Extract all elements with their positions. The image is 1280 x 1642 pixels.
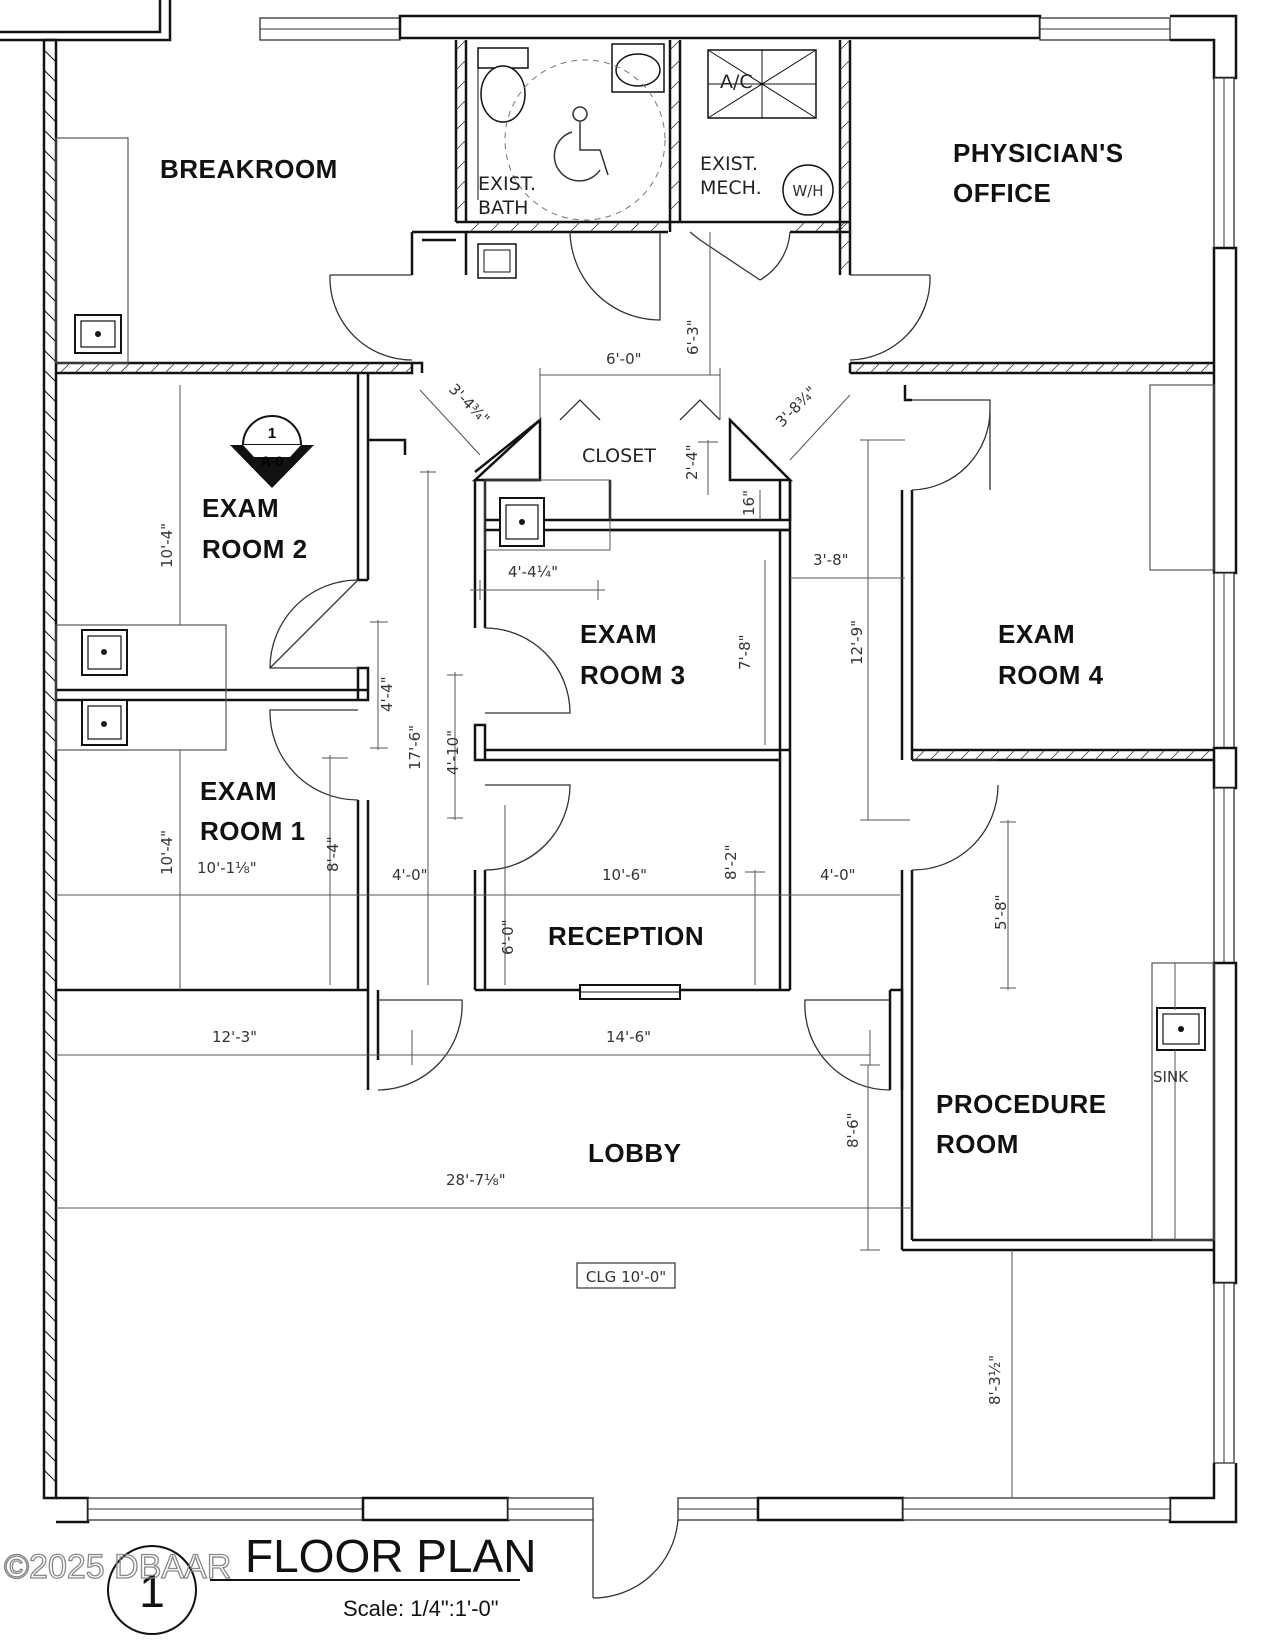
exist-bath-label-1: EXIST. — [478, 173, 536, 195]
dimension-lines — [56, 232, 1176, 1498]
dim-10-4-exam1: 10'-4" — [158, 830, 176, 875]
dim-4-0-right: 4'-0" — [820, 866, 856, 884]
breakroom-label: BREAKROOM — [160, 154, 338, 184]
dim-16: 16" — [740, 490, 758, 516]
exam-room-4-label-1: EXAM — [998, 619, 1075, 649]
dim-8-3-1-2: 8'-3½" — [986, 1355, 1004, 1405]
toilet-icon — [477, 47, 529, 123]
dim-14-6: 14'-6" — [606, 1028, 651, 1046]
dim-5-8: 5'-8" — [992, 894, 1010, 930]
fixtures — [55, 43, 1215, 1241]
exam-room-1-label-1: EXAM — [200, 776, 277, 806]
dim-4-0-left: 4'-0" — [392, 866, 428, 884]
physicians-office-label-2: OFFICE — [953, 178, 1051, 208]
exist-mech-label-2: MECH. — [700, 177, 762, 199]
exist-mech-label-1: EXIST. — [700, 153, 758, 175]
accessibility-icon — [553, 106, 609, 182]
closet-label: CLOSET — [582, 445, 656, 467]
dim-4-4: 4'-4" — [378, 676, 396, 712]
procedure-sink-icon — [1156, 1007, 1206, 1051]
dim-10-4-exam2: 10'-4" — [158, 523, 176, 568]
ceiling-height-label: CLG 10'-0" — [586, 1268, 666, 1286]
title-number: 1 — [139, 1565, 165, 1617]
dim-8-6: 8'-6" — [844, 1112, 862, 1148]
doors — [269, 231, 999, 1091]
section-sheet: A-0 — [261, 453, 284, 469]
wall-hatching — [59, 39, 1211, 761]
dim-8-4: 8'-4" — [324, 836, 342, 872]
dim-8-2: 8'-2" — [722, 844, 740, 880]
exist-bath-label-2: BATH — [478, 197, 528, 219]
exterior-walls — [0, 0, 1238, 1599]
dim-7-8: 7'-8" — [736, 634, 754, 670]
title-text: FLOOR PLAN — [245, 1530, 536, 1582]
ac-unit-icon — [707, 49, 817, 119]
dim-10-6: 10'-6" — [602, 866, 647, 884]
exam2-sink-icon — [81, 629, 128, 676]
breakroom-sink-icon — [74, 314, 122, 354]
section-number: 1 — [268, 425, 276, 442]
lavatory-icon — [611, 43, 665, 93]
section-marker: 1 A-0 — [230, 415, 314, 488]
title-block: 1 FLOOR PLAN Scale: 1/4":1'-0" ©2025 DBA… — [3, 1530, 536, 1635]
dimension-labels: 6'-0" 6'-3" 3'-4¾" 3'-8¾" 2'-4" 16" 10'-… — [158, 319, 1010, 1405]
ac-label: A/C — [720, 71, 753, 93]
scale-text: Scale: 1/4":1'-0" — [343, 1596, 499, 1621]
exam-room-2-label-1: EXAM — [202, 493, 279, 523]
exam1-sink-icon — [81, 699, 128, 746]
closet-sink-icon — [499, 497, 545, 547]
wh-label: W/H — [792, 182, 823, 200]
dim-12-3: 12'-3" — [212, 1028, 257, 1046]
lobby-label: LOBBY — [588, 1138, 682, 1168]
procedure-room-label-1: PROCEDURE — [936, 1089, 1107, 1119]
exam-room-1-label-2: ROOM 1 — [200, 816, 306, 846]
dim-12-9: 12'-9" — [848, 620, 866, 665]
room-labels: BREAKROOM EXIST. BATH EXIST. MECH. A/C W… — [160, 71, 1189, 1168]
dim-28-7-1-8: 28'-7⅛" — [446, 1171, 506, 1189]
exam-room-3-label-1: EXAM — [580, 619, 657, 649]
dim-3-8: 3'-8" — [813, 551, 849, 569]
dim-4-10: 4'-10" — [444, 730, 462, 775]
reception-label: RECEPTION — [548, 921, 704, 951]
dim-6-0-reception: 6'-0" — [499, 919, 517, 955]
exam-room-4-label-2: ROOM 4 — [998, 660, 1104, 690]
interior-walls — [56, 40, 1214, 1252]
water-heater-icon — [782, 164, 834, 216]
dim-4-4-1-4: 4'-4¼" — [508, 563, 558, 581]
sink-label: SINK — [1153, 1068, 1189, 1086]
dim-10-1-1-8: 10'-1⅛" — [197, 859, 257, 877]
dim-2-4: 2'-4" — [683, 444, 701, 480]
dim-17-6: 17'-6" — [406, 725, 424, 770]
dim-6-0-top: 6'-0" — [606, 350, 642, 368]
floor-drain-icon — [477, 243, 517, 279]
dim-6-3: 6'-3" — [684, 319, 702, 355]
procedure-room-label-2: ROOM — [936, 1129, 1019, 1159]
watermark-text: ©2025 DBAAR — [4, 1548, 231, 1586]
physicians-office-label-1: PHYSICIAN'S — [953, 138, 1124, 168]
exam-room-3-label-2: ROOM 3 — [580, 660, 686, 690]
dim-3-4-3-4: 3'-4¾" — [445, 380, 493, 428]
dim-3-8-3-4: 3'-8¾" — [772, 383, 820, 431]
exam-room-2-label-2: ROOM 2 — [202, 534, 308, 564]
